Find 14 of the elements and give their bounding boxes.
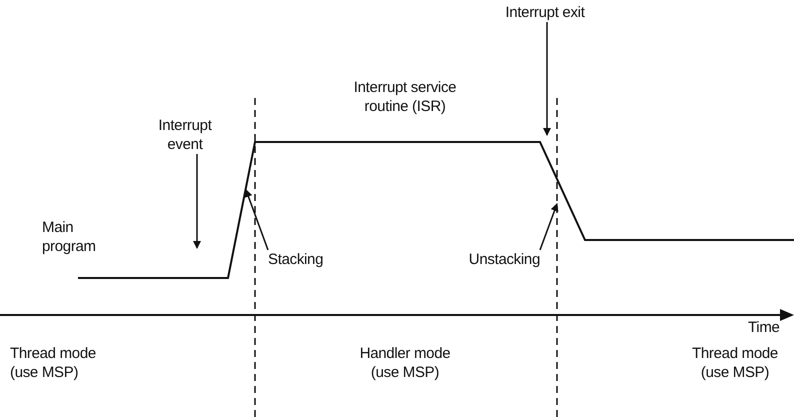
leader-arrow	[244, 189, 269, 250]
leader-arrow	[543, 22, 551, 136]
annotation-text: Interrupt event	[150, 116, 220, 154]
label-text: Handler mode (use MSP)	[358, 344, 452, 382]
label-text: Time	[748, 318, 781, 337]
leader-arrow	[193, 154, 201, 249]
annotation-text: Interrupt exit	[500, 3, 590, 22]
label-text: Interrupt service routine (ISR)	[352, 78, 458, 116]
label-text: Thread mode (use MSP)	[691, 344, 779, 382]
label-text: Thread mode (use MSP)	[10, 344, 97, 382]
annotation-text: Stacking	[268, 250, 348, 269]
label-text: Main program	[42, 218, 97, 256]
leader-arrow	[539, 203, 558, 250]
annotation-text: Unstacking	[440, 250, 540, 269]
